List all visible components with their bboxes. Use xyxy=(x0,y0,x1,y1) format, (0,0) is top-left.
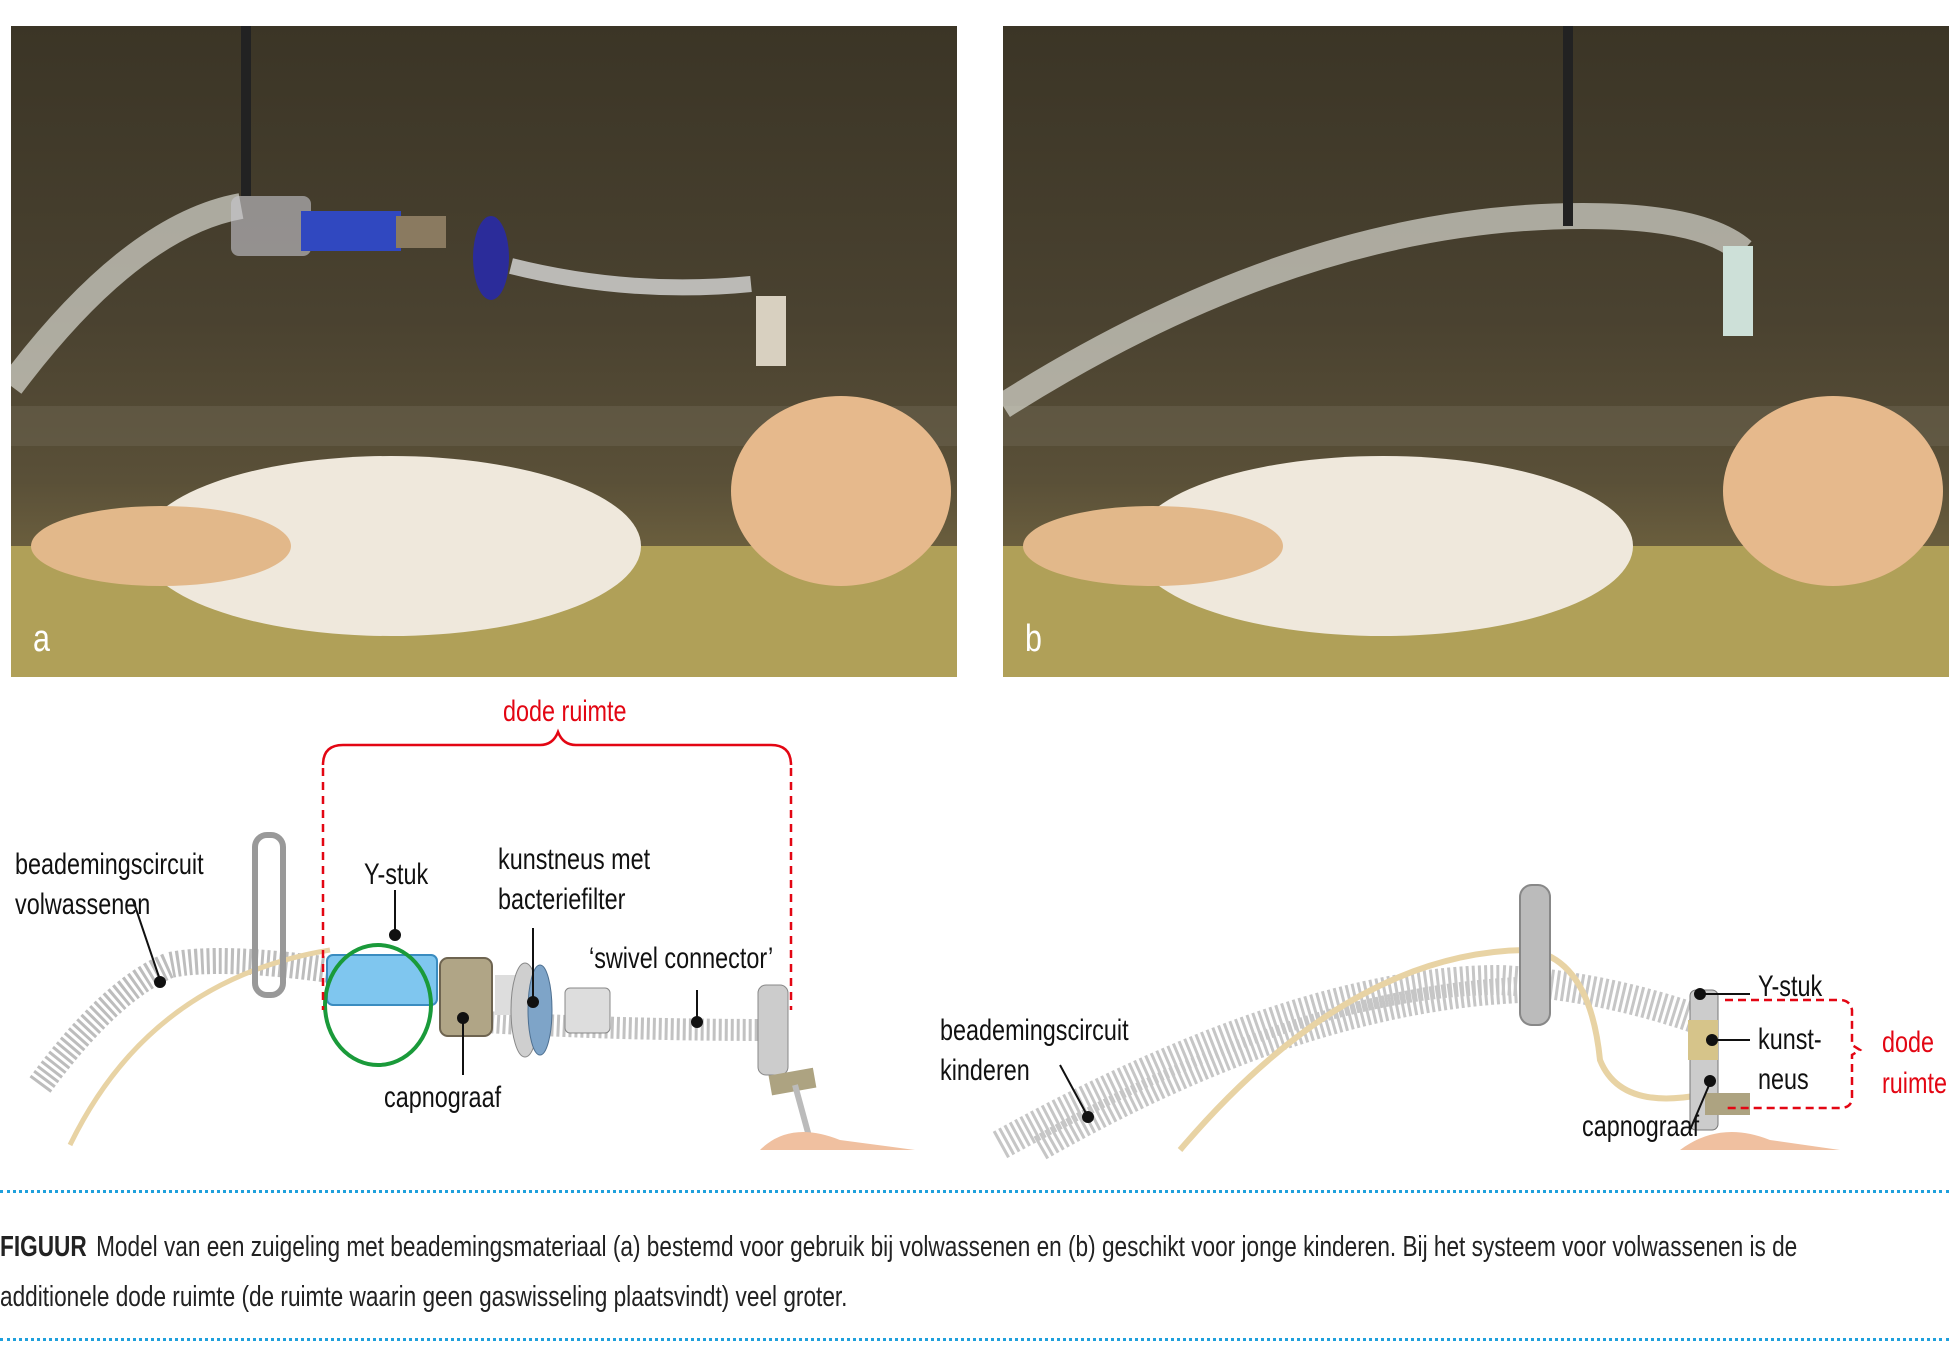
caption-bottom-rule xyxy=(0,1338,1949,1341)
clamp-icon xyxy=(252,832,286,998)
hme-label-line1: kunst- xyxy=(1758,1023,1822,1056)
pediatric-circuit-label-line2: kinderen xyxy=(940,1054,1030,1087)
diagram-a xyxy=(29,728,915,1150)
caption-label: FIGUUR xyxy=(0,1231,87,1263)
adult-circuit-label-line2: volwassenen xyxy=(15,888,151,921)
diagram-illustrations xyxy=(29,728,1863,1160)
photo-label-b: b xyxy=(1025,618,1042,660)
pediatric-circuit-label-line1: beademingscircuit xyxy=(940,1014,1129,1047)
dead-space-label-a: dode ruimte xyxy=(503,695,627,728)
adult-circuit-label-line1: beademingscircuit xyxy=(15,848,204,881)
swivel-connector-label: ‘swivel connector’ xyxy=(589,942,774,975)
y-piece-highlight-circle xyxy=(323,943,433,1067)
photo-label-a: a xyxy=(33,618,50,660)
capnograph-label-a: capnograaf xyxy=(384,1081,502,1114)
hme-filter-label-line2: bacteriefilter xyxy=(498,883,626,916)
y-piece-label-b: Y-stuk xyxy=(1758,970,1823,1003)
photo-a: a xyxy=(11,26,957,677)
photo-a-scene xyxy=(11,26,957,677)
clamp-icon xyxy=(1519,884,1551,1026)
hme-filter-label-line1: kunstneus met xyxy=(498,843,651,876)
caption-text: Model van een zuigeling met beademingsma… xyxy=(0,1231,1798,1313)
y-piece-label-a: Y-stuk xyxy=(364,858,429,891)
dead-space-bracket-b xyxy=(1725,998,1863,1110)
dead-space-label-b-line2: ruimte xyxy=(1882,1067,1948,1100)
dead-space-label-b-line1: dode xyxy=(1882,1026,1935,1059)
photo-b: b xyxy=(1003,26,1949,677)
diagram-b xyxy=(992,884,1863,1160)
caption-top-rule xyxy=(0,1190,1949,1193)
photo-b-scene xyxy=(1003,26,1949,677)
capnograph-label-b: capnograaf xyxy=(1582,1110,1700,1143)
dead-space-bracket xyxy=(321,728,793,766)
hme-label-line2: neus xyxy=(1758,1063,1809,1096)
